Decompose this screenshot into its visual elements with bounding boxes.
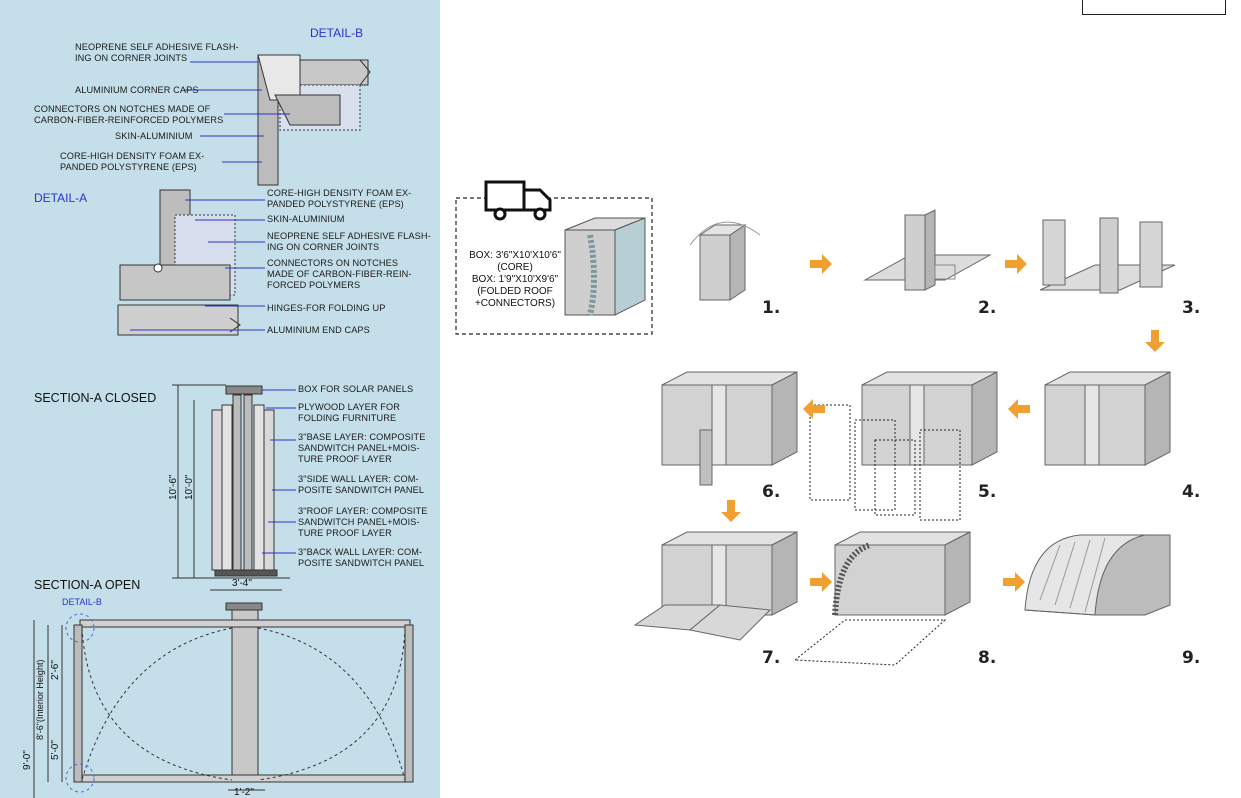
section-open-dim-lower: 5'-0" (50, 740, 61, 760)
section-closed-label-back-wall: 3"BACK WALL LAYER: COM- POSITE SANDWITCH… (298, 547, 425, 568)
shipping-line-2: (CORE) (497, 262, 533, 273)
shipping-frame (455, 197, 653, 335)
step-4-module (1044, 371, 1171, 466)
detail-b-label-connectors: CONNECTORS ON NOTCHES MADE OF CARBON-FIB… (34, 104, 224, 125)
detail-panel (0, 0, 440, 798)
step-label-1: 1. (762, 298, 781, 318)
shipping-line-5: +CONNECTORS) (474, 298, 556, 309)
section-closed-dim-width: 3'-4" (232, 578, 252, 589)
section-closed-dim-inner: 10'-0" (184, 474, 195, 500)
section-closed-dim-overall: 10'-6" (168, 474, 179, 500)
step-1-module (689, 221, 761, 301)
step-label-5: 5. (978, 482, 997, 502)
shipping-line-4: (FOLDED ROOF (477, 286, 553, 297)
core-box-icon (564, 217, 646, 316)
arrow-2-3 (1005, 254, 1027, 274)
step-2-module (863, 209, 992, 291)
step-6-module (661, 371, 798, 486)
arrow-3-4 (1145, 330, 1165, 352)
section-open-detail-ref: DETAIL-B (62, 597, 102, 607)
section-closed-label-plywood: PLYWOOD LAYER FOR FOLDING FURNITURE (298, 402, 400, 423)
section-open-dim-overall: 9'-0" (22, 750, 33, 770)
detail-a-label-core: CORE-HIGH DENSITY FOAM EX- PANDED POLYST… (267, 188, 412, 209)
step-label-6: 6. (762, 482, 781, 502)
section-closed-leaders (262, 389, 296, 554)
section-open-dim-core: 1'-2" (234, 787, 254, 798)
step-9-module (1024, 534, 1171, 616)
arrow-1-2 (810, 254, 832, 274)
title-block-box (1082, 0, 1226, 15)
section-open-dim-interior: 8'-6"(Interior Height) (35, 659, 45, 740)
step-label-2: 2. (978, 298, 997, 318)
shipping-line-1: BOX: 3'6"X10'X10'6" (469, 250, 561, 261)
arrow-6-7 (721, 500, 741, 522)
section-closed-label-solar: BOX FOR SOLAR PANELS (298, 384, 414, 394)
truck-icon (484, 180, 552, 221)
section-closed-label-side-wall: 3"SIDE WALL LAYER: COM- POSITE SANDWITCH… (298, 474, 425, 495)
detail-a-label-flashing: NEOPRENE SELF ADHESIVE FLASH- ING ON COR… (267, 231, 431, 252)
detail-a-leaders (130, 199, 265, 331)
arrow-4-5 (1008, 399, 1030, 419)
detail-a-label-hinges: HINGES-FOR FOLDING UP (267, 303, 386, 313)
detail-b-leaders (184, 61, 290, 163)
shipping-line-3: BOX: 1'9"X10'X9'6" (471, 274, 559, 285)
section-closed-title: SECTION-A CLOSED (34, 391, 157, 405)
section-open-title: SECTION-A OPEN (34, 578, 141, 592)
detail-b-title: DETAIL-B (310, 26, 364, 40)
section-closed-label-base: 3"BASE LAYER: COMPOSITE SANDWITCH PANEL+… (298, 432, 426, 464)
section-open-drawing (33, 602, 414, 798)
step-5-module (809, 371, 998, 521)
step-label-3: 3. (1182, 298, 1201, 318)
detail-a-label-connectors: CONNECTORS ON NOTCHES MADE OF CARBON-FIB… (267, 258, 412, 290)
section-closed-label-roof: 3"ROOF LAYER: COMPOSITE SANDWITCH PANEL+… (298, 506, 428, 538)
detail-a-title: DETAIL-A (34, 191, 88, 205)
step-label-9: 9. (1182, 648, 1201, 668)
step-7-module (633, 531, 798, 641)
detail-b-label-core: CORE-HIGH DENSITY FOAM EX- PANDED POLYST… (60, 151, 205, 172)
section-open-dim-upper: 2'-6" (50, 660, 61, 680)
step-3-module (1039, 217, 1176, 294)
detail-a-label-end-caps: ALUMINIUM END CAPS (267, 325, 370, 335)
detail-a-drawing (117, 189, 241, 336)
arrow-7-8 (810, 572, 832, 592)
shipping-box-text: BOX: 3'6"X10'X10'6" (CORE) BOX: 1'9"X10'… (460, 250, 570, 310)
detail-a-label-skin: SKIN-ALUMINIUM (267, 214, 345, 224)
arrow-5-6 (803, 399, 825, 419)
step-label-4: 4. (1182, 482, 1201, 502)
arrow-8-9 (1003, 572, 1025, 592)
step-label-7: 7. (762, 648, 781, 668)
detail-b-label-skin: SKIN-ALUMINIUM (115, 131, 193, 141)
flow-arrows (721, 254, 1165, 592)
detail-b-label-flashing: NEOPRENE SELF ADHESIVE FLASH- ING ON COR… (75, 42, 239, 63)
detail-b-drawing (257, 54, 371, 186)
section-closed-drawing (172, 384, 290, 591)
detail-b-label-corner-caps: ALUMINIUM CORNER CAPS (75, 85, 199, 95)
step-8-module (793, 531, 971, 666)
step-label-8: 8. (978, 648, 997, 668)
